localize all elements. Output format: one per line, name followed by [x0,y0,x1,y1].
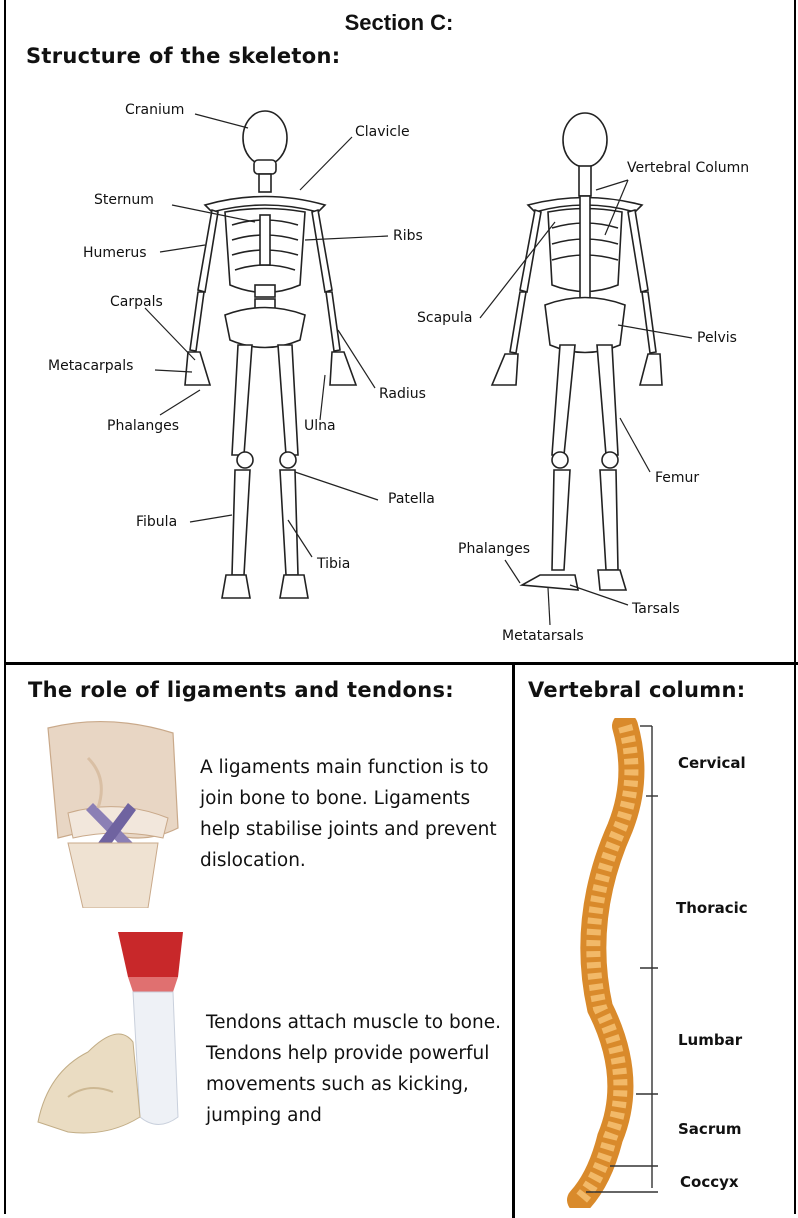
label-metatarsals: Metatarsals [502,628,584,644]
region-sacrum: Sacrum [678,1120,742,1138]
label-patella: Patella [388,491,435,507]
knee-ligament-illustration [38,718,183,908]
ligament-text: A ligaments main function is to join bon… [200,752,510,876]
label-tibia: Tibia [317,556,350,572]
label-tarsals: Tarsals [632,601,680,617]
region-cervical: Cervical [678,754,746,772]
vertebral-heading: Vertebral column: [528,678,745,702]
spine-illustration [540,718,680,1208]
region-lumbar: Lumbar [678,1031,742,1049]
label-phalanges-hand: Phalanges [107,418,179,434]
label-cranium: Cranium [125,102,184,118]
label-metacarpals: Metacarpals [48,358,133,374]
ligaments-heading: The role of ligaments and tendons: [28,678,454,702]
label-fibula: Fibula [136,514,177,530]
region-thoracic: Thoracic [676,899,748,917]
label-clavicle: Clavicle [355,124,410,140]
label-radius: Radius [379,386,426,402]
label-humerus: Humerus [83,245,147,261]
section-divider [4,662,798,665]
tendon-illustration [28,932,198,1142]
front-skeleton-illustration [0,0,798,662]
column-divider [512,662,515,1218]
label-ulna: Ulna [304,418,336,434]
label-phalanges-foot: Phalanges [458,541,530,557]
label-vertebral-column: Vertebral Column [627,160,749,176]
label-scapula: Scapula [417,310,472,326]
label-ribs: Ribs [393,228,423,244]
label-sternum: Sternum [94,192,154,208]
label-femur: Femur [655,470,699,486]
region-coccyx: Coccyx [680,1173,739,1191]
label-carpals: Carpals [110,294,163,310]
tendon-text: Tendons attach muscle to bone. Tendons h… [206,1007,506,1131]
label-pelvis: Pelvis [697,330,737,346]
